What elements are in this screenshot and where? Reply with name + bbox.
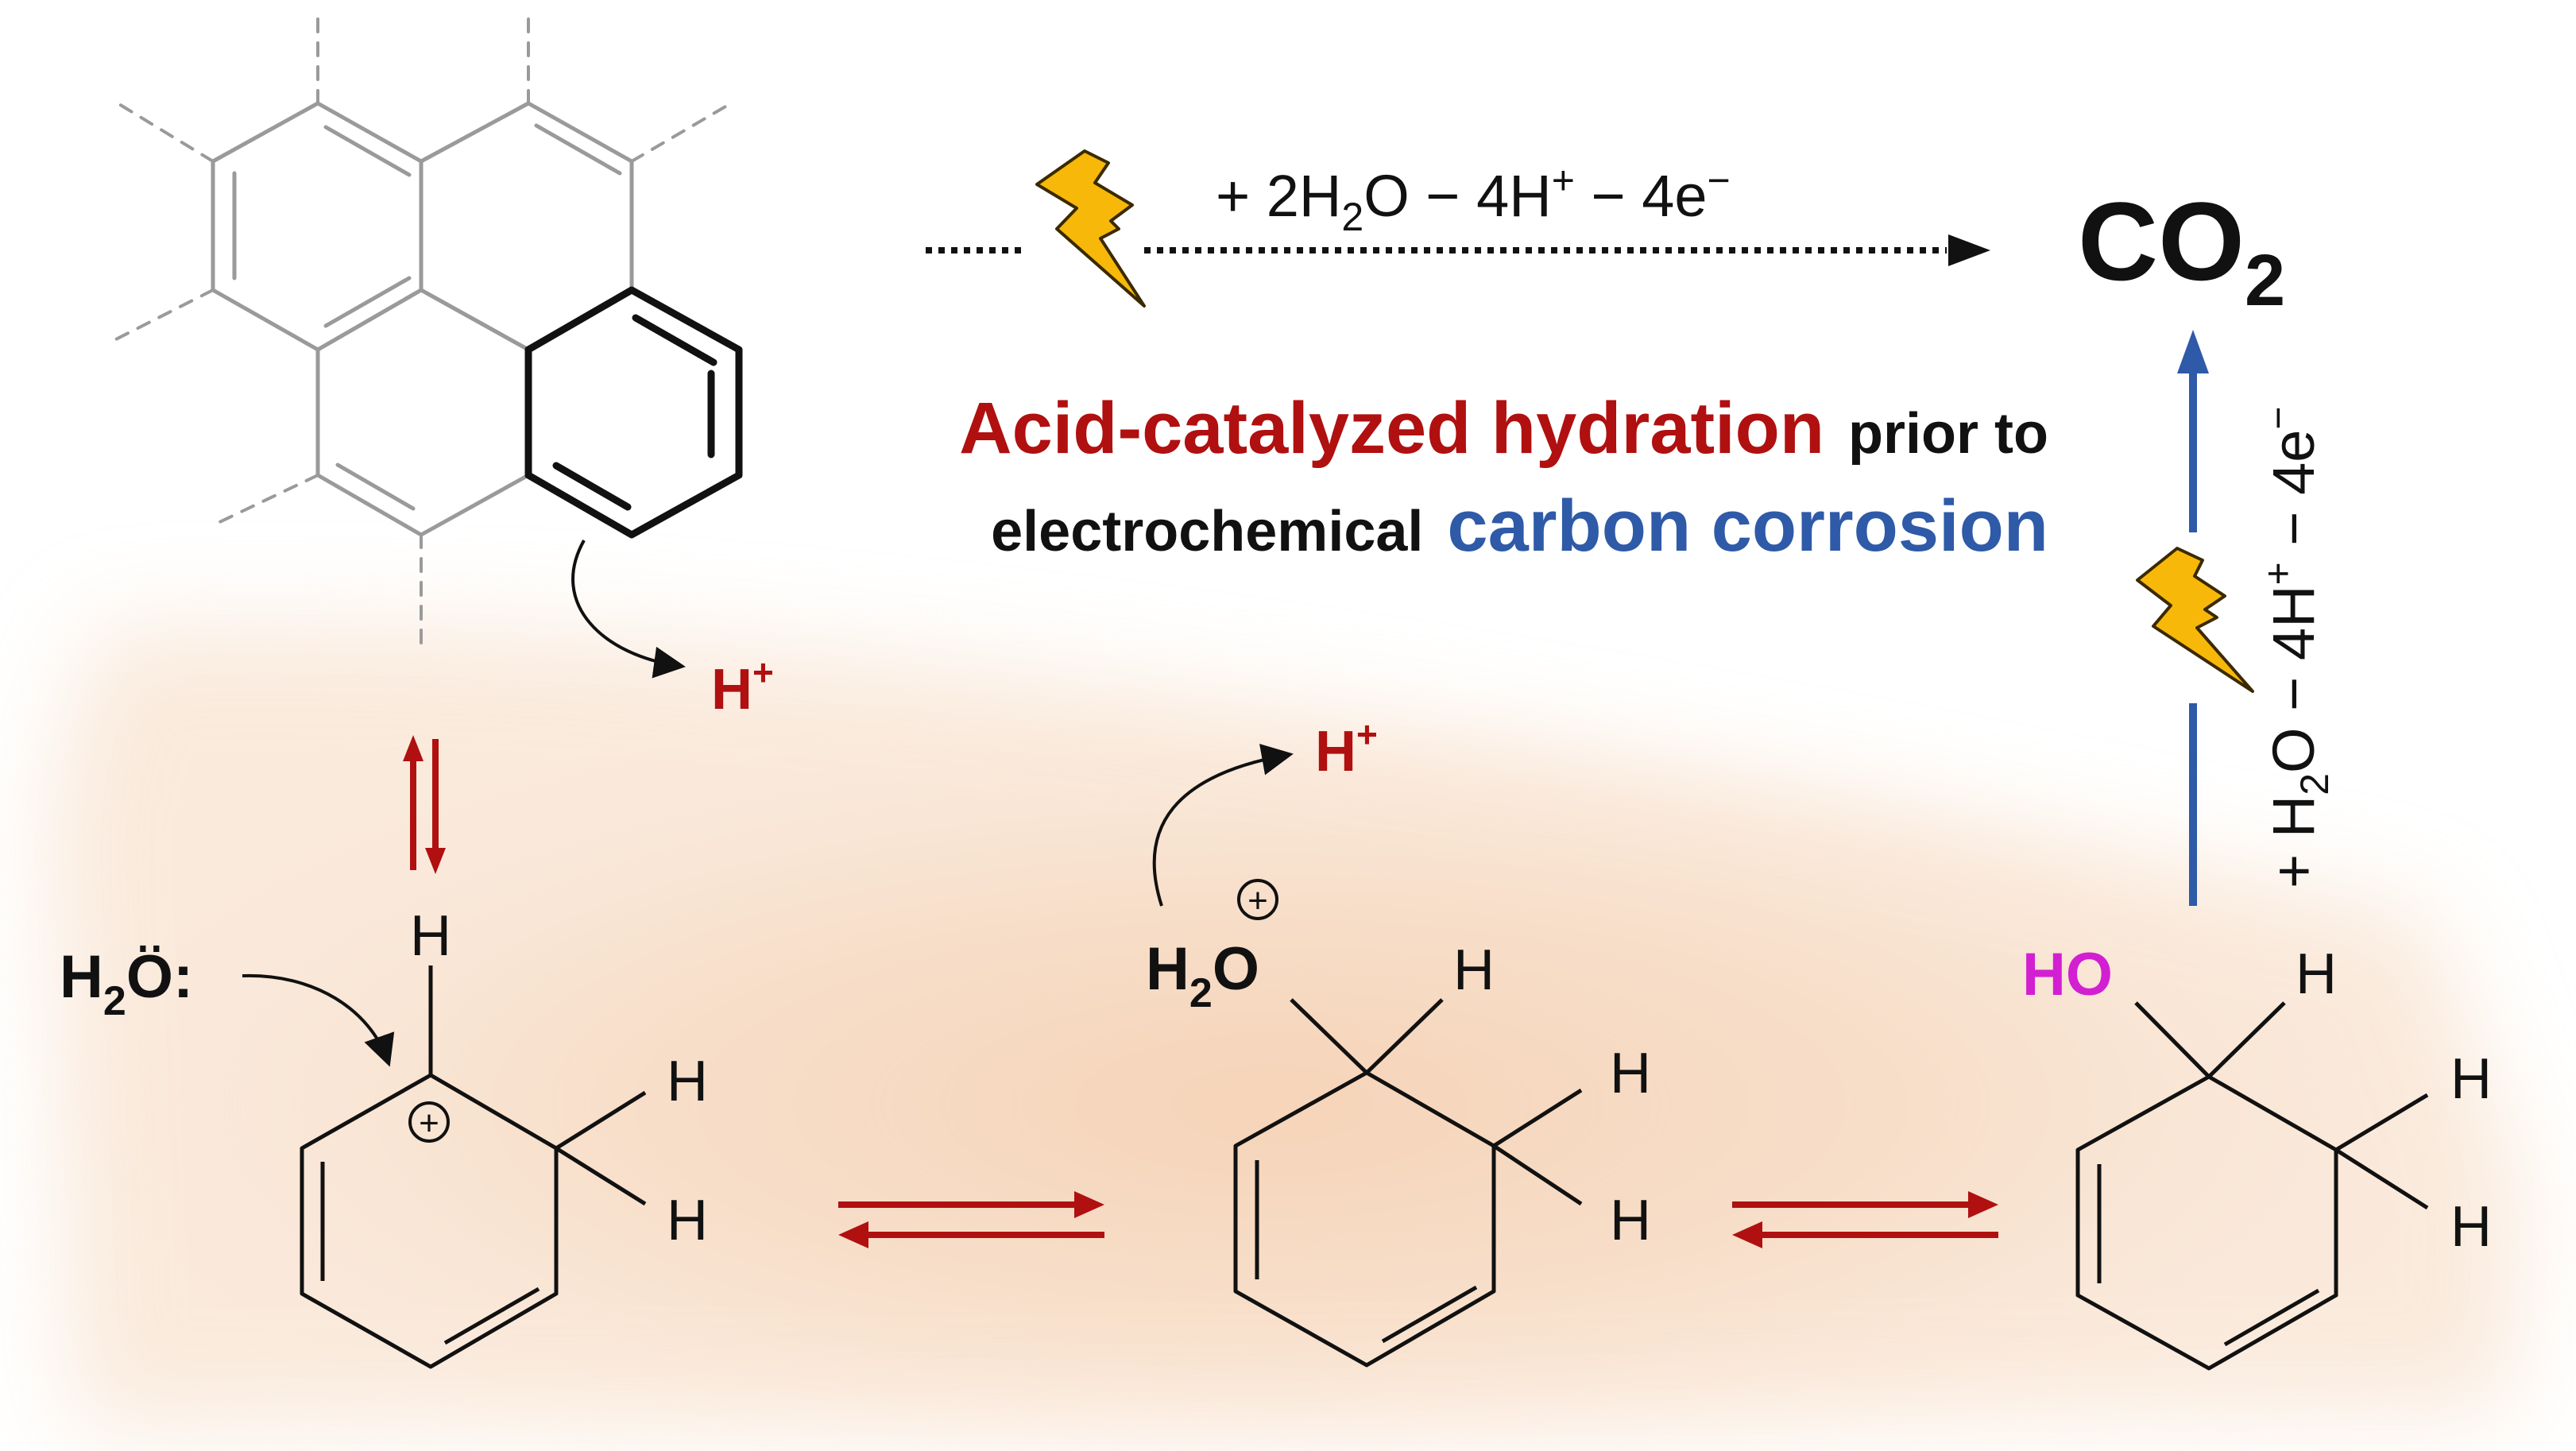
horizontal-equilibrium-arrows-2 (1732, 1191, 1998, 1248)
arenium-cation-structure (300, 965, 647, 1369)
side-reaction-equation: + H2O − 4H+ − 4e− (2256, 406, 2337, 888)
mid-h-upper-label: H (1610, 1042, 1651, 1105)
right-h-upper-label: H (2450, 1047, 2492, 1111)
right-h-lower-label: H (2450, 1195, 2492, 1259)
proton-label-1: H+ (711, 652, 774, 722)
graphene-fragment (110, 10, 743, 645)
mid-h-top-label: H (1453, 938, 1495, 1002)
h-upper-label: H (667, 1050, 708, 1113)
h-lower-label: H (667, 1189, 708, 1252)
proton-label-2: H+ (1315, 714, 1378, 784)
lightning-bolt-icon (1035, 149, 1146, 308)
hydrated-corrosion-arrow (2177, 330, 2209, 906)
h-top-label: H (410, 904, 451, 968)
oxonium-label: H2O (1146, 935, 1259, 1016)
top-reaction-equation: + 2H2O − 4H+ − 4e− (1216, 158, 1731, 239)
plus-sign-cation: + (419, 1104, 439, 1143)
water-attack-arrow (242, 973, 395, 1067)
direct-corrosion-arrow (926, 234, 1990, 266)
oxonium-intermediate-structure (1233, 879, 1583, 1368)
hydrated-product-structure (2075, 1001, 2429, 1371)
background-glow (0, 624, 2559, 1451)
horizontal-equilibrium-arrows-1 (838, 1191, 1104, 1248)
vertical-equilibrium-arrows (403, 735, 446, 874)
oxonium-plus-sign: + (1247, 881, 1268, 920)
hydroxyl-label: HO (2022, 941, 2113, 1008)
proton-release-arrow-1 (571, 540, 686, 679)
co2-product-label: CO2 (2078, 179, 2285, 321)
proton-release-arrow-2 (1152, 743, 1294, 907)
right-h-top-label: H (2296, 942, 2337, 1006)
mid-h-lower-label: H (1610, 1189, 1651, 1252)
water-label: H2Ö: (60, 943, 193, 1024)
lightning-bolt-icon-2 (2136, 547, 2254, 693)
